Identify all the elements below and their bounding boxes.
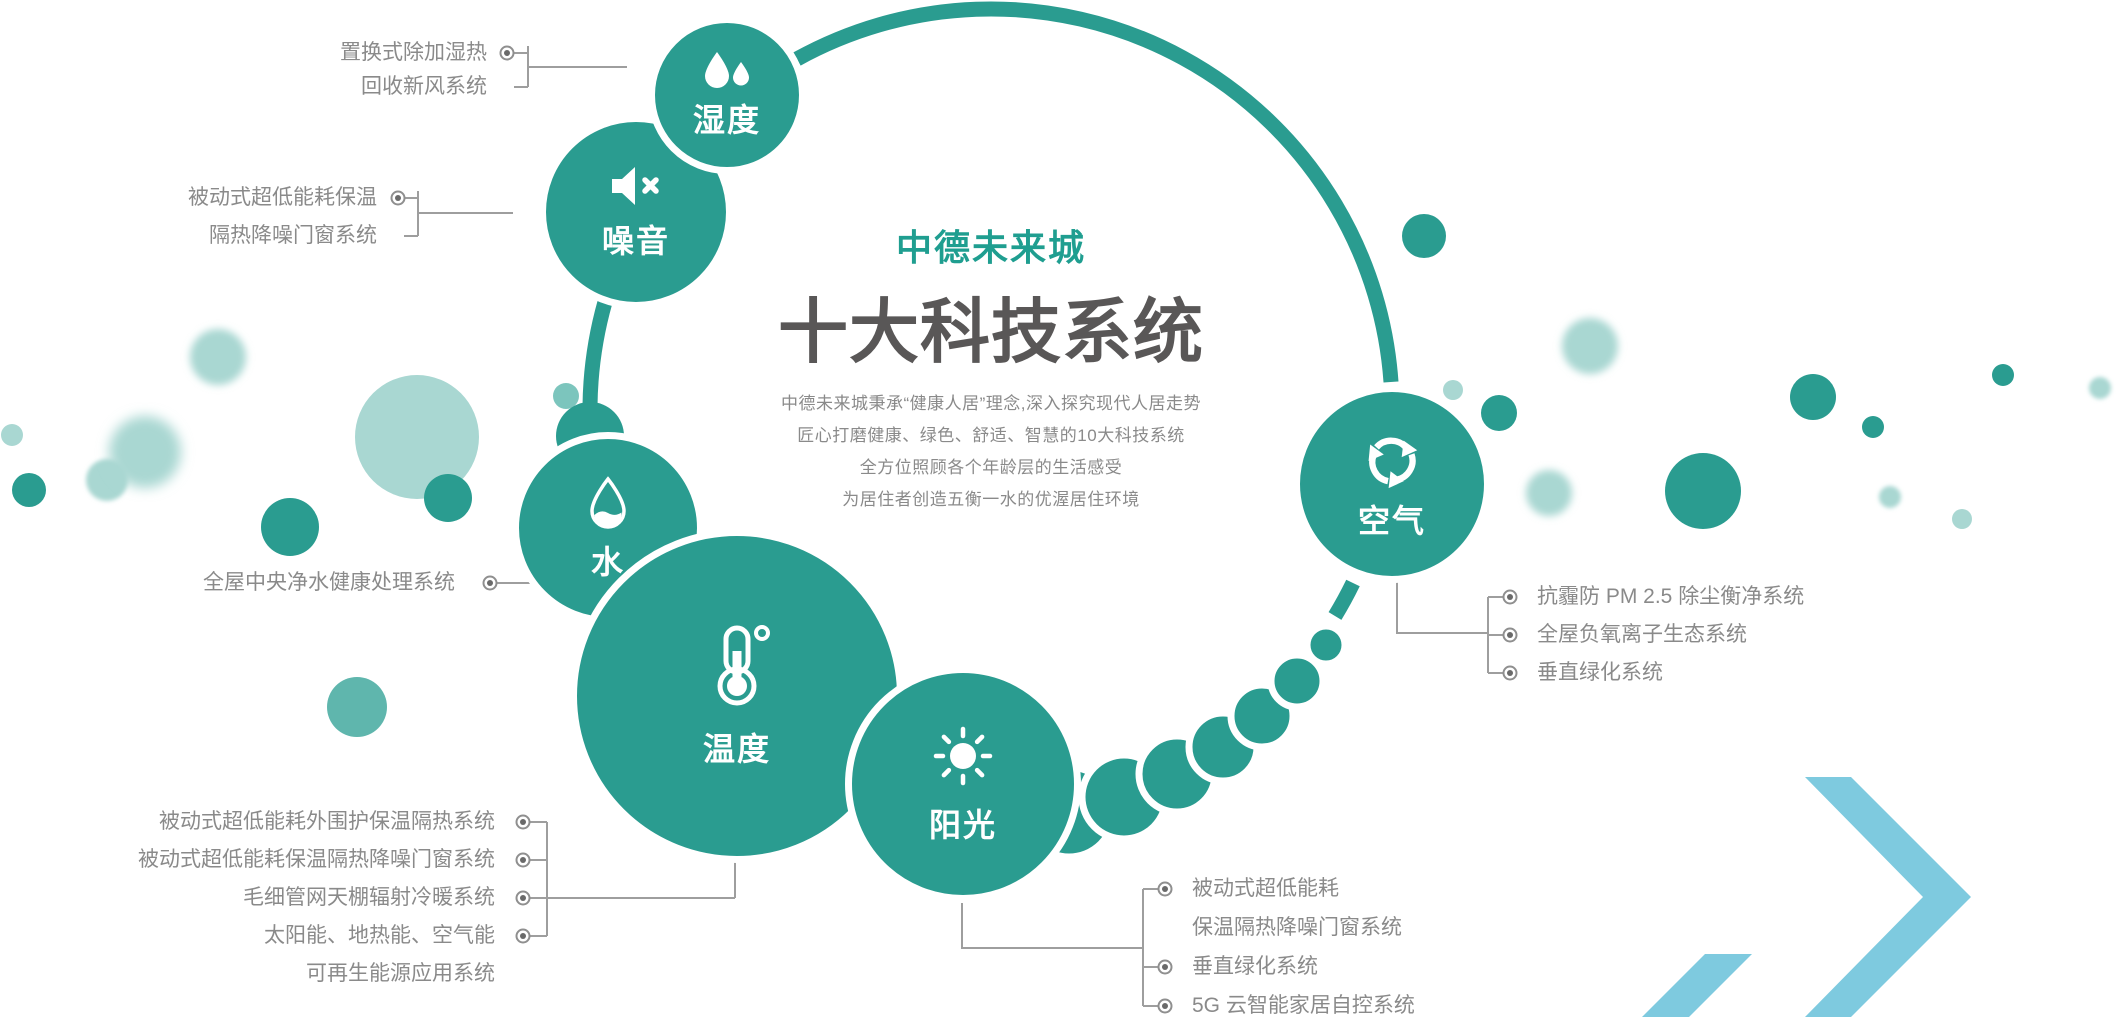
list-item: 毛细管网天棚辐射冷暖系统 (243, 886, 495, 909)
list-item: 太阳能、地热能、空气能 (264, 924, 495, 947)
water-drop-outline-icon (585, 475, 631, 538)
sunlight-system-list: 被动式超低能耗 保温隔热降噪门窗系统 垂直绿化系统 5G 云智能家居自控系统 (1192, 869, 1415, 1017)
list-item: 抗霾防 PM 2.5 除尘衡净系统 (1537, 585, 1805, 608)
air-system-list: 抗霾防 PM 2.5 除尘衡净系统 全屋负氧离子生态系统 垂直绿化系统 (1537, 578, 1804, 692)
connector-lines (404, 46, 1503, 1007)
bullet-icons (390, 45, 1518, 1014)
bullet-icon (515, 814, 531, 830)
water-system-list: 全屋中央净水健康处理系统 (203, 564, 455, 602)
list-item: 回收新风系统 (361, 75, 487, 98)
air-connector (1396, 577, 1503, 674)
node-humidity: 湿度 (648, 16, 806, 174)
list-item: 被动式超低能耗 (1192, 877, 1339, 900)
list-item: 垂直绿化系统 (1537, 661, 1663, 684)
bullet-icon (1157, 959, 1173, 975)
bullet-icon (482, 575, 498, 591)
list-item: 垂直绿化系统 (1192, 955, 1318, 978)
page-title: 十大科技系统 (778, 293, 1204, 371)
thermometer-icon (702, 624, 772, 713)
node-noise-label: 噪音 (601, 223, 670, 260)
temperature-connector (530, 821, 736, 937)
list-item: 5G 云智能家居自控系统 (1192, 994, 1415, 1017)
sunlight-connector (961, 888, 1158, 1007)
bullet-icon (515, 890, 531, 906)
list-item: 隔热降噪门窗系统 (209, 224, 377, 247)
bullet-icon (1502, 589, 1518, 605)
recycle-icon (1361, 428, 1423, 495)
sun-icon (931, 724, 995, 793)
list-item: 被动式超低能耗保温 (188, 186, 377, 209)
noise-system-list: 被动式超低能耗保温 隔热降噪门窗系统 (188, 179, 377, 255)
intro-paragraph: 中德未来城秉承“健康人居”理念,深入探究现代人居走势 匠心打磨健康、绿色、舒适、… (591, 388, 1391, 516)
node-sunlight: 阳光 (845, 666, 1081, 902)
humidity-connector (514, 46, 627, 88)
intro-line: 中德未来城秉承“健康人居”理念,深入探究现代人居走势 (780, 394, 1202, 413)
bullet-icon (390, 190, 406, 206)
list-item: 被动式超低能耗保温隔热降噪门窗系统 (138, 848, 495, 871)
intro-line: 为居住者创造五衡一水的优渥居住环境 (842, 490, 1140, 509)
node-water-label: 水 (590, 544, 625, 581)
chevron-right-partial-icon (1642, 954, 1752, 1017)
list-item: 被动式超低能耗外围护保温隔热系统 (159, 810, 495, 833)
node-air-label: 空气 (1357, 503, 1426, 540)
speaker-mute-icon (608, 164, 664, 213)
list-item: 全屋中央净水健康处理系统 (203, 571, 455, 594)
bullet-icon (515, 852, 531, 868)
temperature-system-list: 被动式超低能耗外围护保温隔热系统 被动式超低能耗保温隔热降噪门窗系统 毛细管网天… (138, 803, 495, 993)
list-item: 可再生能源应用系统 (306, 962, 495, 985)
intro-line: 匠心打磨健康、绿色、舒适、智慧的10大科技系统 (797, 426, 1185, 445)
list-item: 保温隔热降噪门窗系统 (1192, 916, 1402, 939)
list-item: 全屋负氧离子生态系统 (1537, 623, 1747, 646)
bullet-icon (1157, 881, 1173, 897)
node-air: 空气 (1293, 385, 1491, 583)
list-item: 置换式除加湿热 (340, 41, 487, 64)
humidity-system-list: 置换式除加湿热 回收新风系统 (340, 36, 487, 104)
water-drops-icon (701, 51, 753, 98)
main-ring (582, 1, 1399, 620)
noise-connector (404, 191, 513, 237)
brand-title: 中德未来城 (895, 227, 1086, 268)
decorative-dots (1, 214, 2111, 737)
node-temperature-label: 温度 (702, 731, 771, 768)
bullet-icon (1502, 627, 1518, 643)
bullet-icon (515, 928, 531, 944)
node-humidity-label: 湿度 (692, 102, 761, 139)
bullet-icon (1502, 665, 1518, 681)
bullet-icon (499, 45, 515, 61)
bullet-icon (1157, 998, 1173, 1014)
chevron-right-icon (1805, 777, 1971, 1017)
node-sunlight-label: 阳光 (928, 807, 997, 844)
intro-line: 全方位照顾各个年龄层的生活感受 (859, 458, 1123, 477)
dot-chain (1020, 622, 1349, 861)
